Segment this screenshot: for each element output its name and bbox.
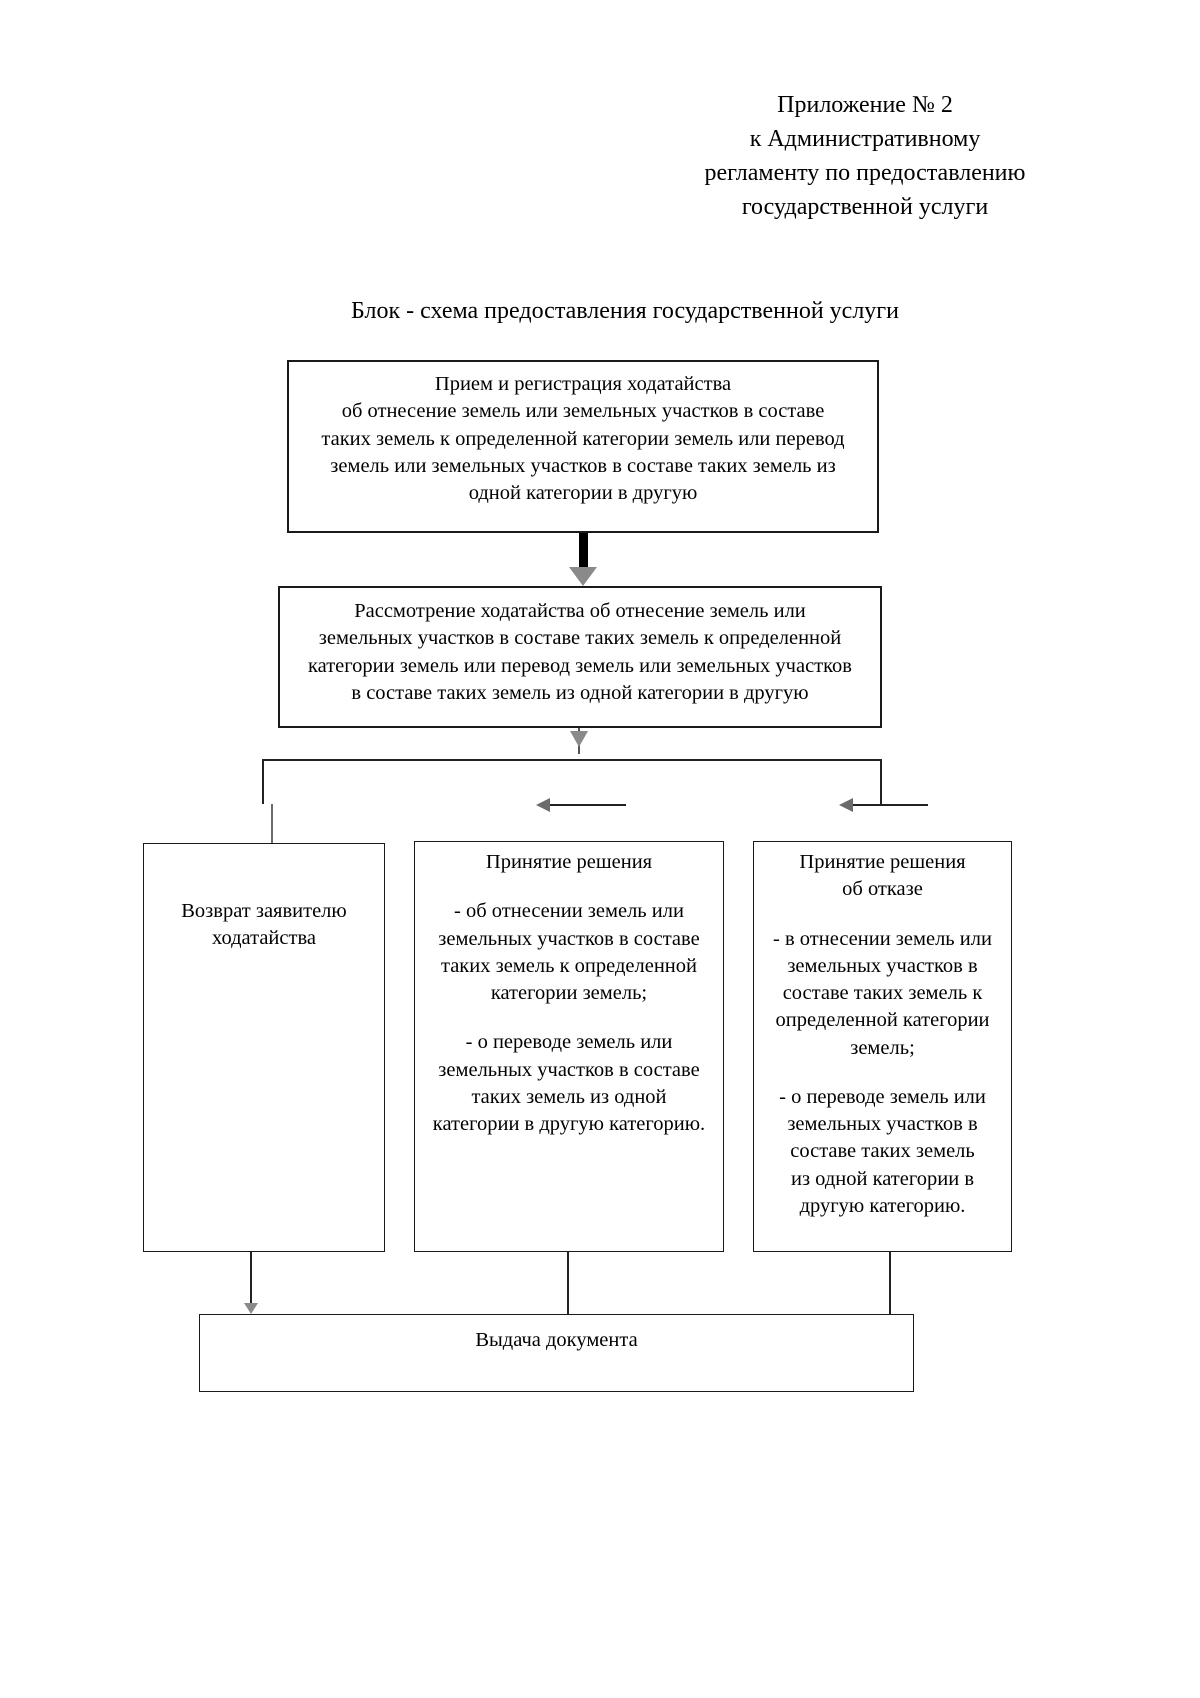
node-refusal-second-line-3: составе таких земель <box>790 1140 975 1163</box>
diagram-title: Блок - схема предоставления государствен… <box>351 298 899 324</box>
node-decision-second-line-4: категории в другую категорию. <box>432 1113 706 1135</box>
spacer <box>762 904 1003 926</box>
branch-bus-left-drop <box>262 759 264 804</box>
node-decision-first-line-2: земельных участков в составе <box>438 927 700 950</box>
node-issue-line-1: Выдача документа <box>475 1329 638 1351</box>
node-refusal-second-line-4: из одной категории в <box>790 1167 975 1190</box>
node-refusal-second-line-2: земельных участков в <box>787 1113 978 1135</box>
node-issue: Выдача документа <box>199 1314 914 1392</box>
node-refusal-first-line-3: составе таких земель к <box>782 982 983 1004</box>
appendix-header: Приложение № 2 к Административному регла… <box>640 88 1090 224</box>
node-return-line-1: Возврат заявителю <box>181 900 347 922</box>
node-decision-first-line-3: таких земель к определенной <box>441 954 697 977</box>
node-review-line-4: в составе таких земель из одной категори… <box>351 681 809 704</box>
branch-bus-right-drop <box>880 759 882 804</box>
node-refusal-heading-2: об отказе <box>842 878 923 901</box>
node-decision: Принятие решения - об отнесении земель и… <box>414 841 724 1252</box>
node-refusal-heading-1: Принятие решения <box>799 851 966 873</box>
node-decision-second-line-3: таких земель из одной <box>471 1085 667 1108</box>
node-review-line-2: земельных участков в составе таких земел… <box>318 627 842 650</box>
node-decision-second-line-2: земельных участков в составе <box>438 1058 700 1081</box>
spacer <box>423 876 715 898</box>
node-refusal-second-line-1: - о переводе земель или <box>779 1085 986 1108</box>
node-intake-line-4: земель или земельных участков в составе … <box>330 454 836 477</box>
node-refusal-first-line-2: земельных участков в <box>787 954 978 977</box>
node-intake-line-5: одной категории в другую <box>468 482 698 504</box>
node-refusal-first-line-4: определенной категории <box>775 1009 990 1032</box>
node-review-line-1: Рассмотрение ходатайства об отнесение зе… <box>354 600 806 622</box>
header-line-3: регламенту по предоставлению <box>704 160 1026 187</box>
arrowhead-left-icon <box>839 798 853 812</box>
node-refusal-first-line-5: земель; <box>850 1036 915 1059</box>
node-review-line-3: категории земель или перевод земель или … <box>308 654 852 677</box>
node-decision-first-line-1: - об отнесении земель или <box>454 900 684 923</box>
connector-branch-to-decision <box>548 804 626 806</box>
node-refusal-first-line-1: - в отнесении земель или <box>773 927 992 950</box>
header-line-1: Приложение № 2 <box>777 92 953 118</box>
header-line-2: к Административному <box>749 126 981 153</box>
connector-decision-to-issue <box>567 1252 569 1314</box>
node-refusal-second-line-5: другую категорию. <box>799 1194 966 1217</box>
node-intake-line-3: таких земель к определенной категории зе… <box>321 427 845 450</box>
node-decision-second-line-1: - о переводе земель или <box>465 1031 673 1054</box>
node-intake-line-1: Прием и регистрация ходатайства <box>434 373 732 395</box>
arrowhead-down-icon <box>570 731 588 747</box>
arrowhead-down-icon <box>569 567 597 586</box>
connector-return-to-issue <box>250 1252 252 1312</box>
node-return: Возврат заявителю ходатайства <box>143 843 385 1252</box>
spacer <box>762 1062 1003 1084</box>
arrowhead-left-icon <box>536 798 550 812</box>
node-decision-first-line-4: категории земель; <box>490 982 648 1004</box>
node-intake-line-2: об отнесение земель или земельных участк… <box>341 400 825 423</box>
connector-branch-to-refusal <box>852 804 928 806</box>
arrowhead-down-icon <box>244 1303 258 1314</box>
spacer <box>423 1007 715 1029</box>
connector-intake-to-review <box>579 533 588 570</box>
node-refusal: Принятие решения об отказе - в отнесении… <box>753 841 1012 1252</box>
header-line-4: государственной услуги <box>741 194 989 221</box>
node-return-line-2: ходатайства <box>212 927 316 950</box>
node-decision-heading-1: Принятие решения <box>485 851 653 873</box>
branch-bus-line <box>262 759 882 761</box>
node-review: Рассмотрение ходатайства об отнесение зе… <box>278 586 882 728</box>
node-intake: Прием и регистрация ходатайства об отнес… <box>287 360 879 533</box>
